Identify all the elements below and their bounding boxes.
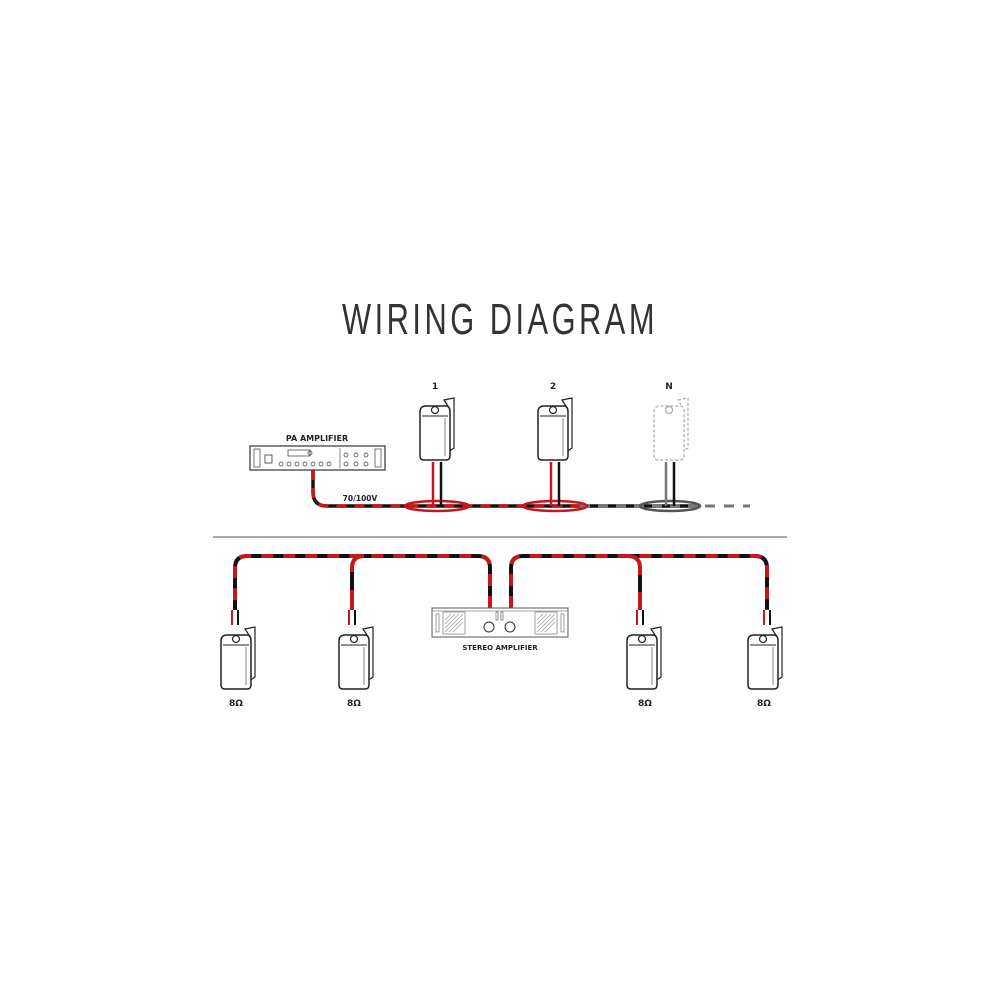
bottom-cable-left — [231, 554, 492, 625]
speaker-8ohm-3 — [626, 626, 662, 690]
speaker-n-label: N — [665, 382, 673, 392]
speaker-impedance-label-1: 8Ω — [229, 699, 243, 709]
speaker-8ohm-4 — [747, 626, 783, 690]
speaker-impedance-label-4: 8Ω — [757, 699, 771, 709]
speaker-1-label: 1 — [432, 382, 438, 392]
speaker-impedance-label-2: 8Ω — [347, 699, 361, 709]
line-voltage-label: 70/100V — [343, 494, 378, 503]
speaker-2-label: 2 — [550, 382, 556, 392]
stereo-amplifier-label: STEREO AMPLIFIER — [462, 644, 538, 652]
pa-amplifier — [249, 445, 386, 471]
bottom-cable-right — [509, 554, 771, 625]
speaker-impedance-label-3: 8Ω — [638, 699, 652, 709]
stereo-amplifier — [431, 607, 569, 638]
speaker-2 — [537, 397, 573, 506]
top-cable — [311, 470, 750, 513]
speaker-8ohm-1 — [220, 626, 256, 690]
speaker-1 — [419, 397, 455, 506]
diagram-title: WIRING DIAGRAM — [342, 295, 658, 344]
speaker-n — [653, 397, 689, 506]
pa-amplifier-label: PA AMPLIFIER — [286, 434, 348, 443]
speaker-8ohm-2 — [338, 626, 374, 690]
